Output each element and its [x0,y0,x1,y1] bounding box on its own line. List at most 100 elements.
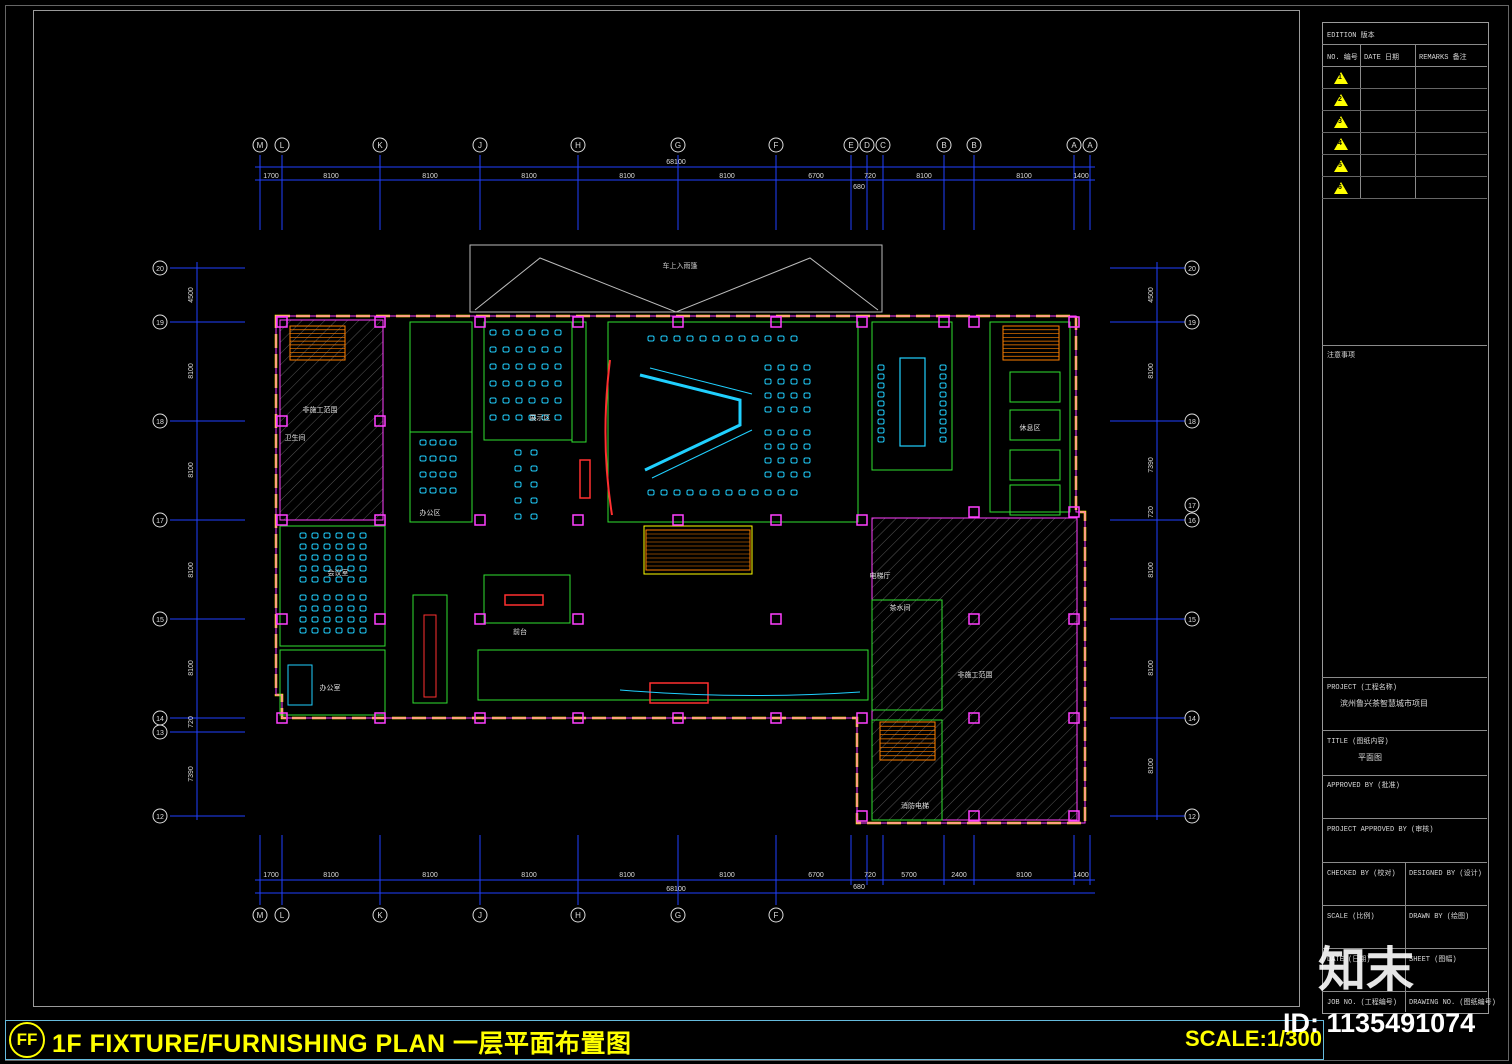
axis-bubble [966,137,982,153]
axis-bubble [472,907,488,923]
curved-screen [604,359,613,516]
axis-label: 14 [1188,716,1196,723]
interior-wall [412,594,448,704]
structural-column [968,613,980,625]
revision-number: 5 [1338,162,1342,169]
structural-column [374,514,386,526]
plan-scale: SCALE:1/300 [1185,1026,1322,1051]
structural-column [474,712,486,724]
training-chair [764,364,772,371]
dim-text: 5700 [901,872,917,879]
meeting-chair [877,436,885,443]
canopy-label: 车上入雨篷 [663,261,698,270]
meeting-chair [939,418,947,425]
canopy-outline [469,244,883,313]
workstation-chair [335,554,343,561]
interior-wall [409,321,473,433]
axis-label: D [864,141,870,150]
meeting-chair [877,427,885,434]
workstation-chair [347,565,355,572]
axis-label: F [774,141,779,150]
dim-text: 8100 [188,462,195,478]
training-chair [764,457,772,464]
v-shaped-table [639,373,742,472]
workstation-chair [335,627,343,634]
axis-label: K [377,141,383,150]
workstation-chair [359,543,367,550]
axis-bubble [1184,260,1200,276]
axis-label: C [880,141,886,150]
office-chair [515,414,523,421]
axis-label: B [941,141,946,150]
training-chair [660,489,668,496]
office-chair [489,329,497,336]
structural-column [968,316,980,328]
workstation-chair [299,594,307,601]
workstation-chair [335,543,343,550]
dim-small: 680 [853,184,865,191]
col-no: NO. 编号 [1327,54,1358,62]
dim-text: 8100 [619,872,635,879]
axis-bubble [570,137,586,153]
office-chair [515,380,523,387]
axis-label: 18 [1188,419,1196,426]
structural-column [856,316,868,328]
training-chair [803,457,811,464]
workstation-chair [323,554,331,561]
structural-column [474,613,486,625]
training-chair [777,457,785,464]
training-chair [790,392,798,399]
dim-text: 7390 [1148,457,1155,473]
title-label: TITLE (图纸内容) [1327,738,1389,746]
structural-column [968,712,980,724]
training-chair [803,429,811,436]
interior-wall [871,321,953,471]
meeting-chair [877,418,885,425]
interior-wall [607,321,859,523]
axis-bubble [1082,137,1098,153]
dim-small: 680 [853,884,865,891]
dim-text: 8100 [521,173,537,180]
workstation-chair [359,605,367,612]
axis-bubble [252,907,268,923]
workstation-chair [311,576,319,583]
designed-label: DESIGNED BY (设计) [1409,870,1482,878]
training-chair [647,335,655,342]
dim-text: 1700 [263,872,279,879]
meeting-chair [939,427,947,434]
axis-label: 13 [156,730,164,737]
dim-text: 8100 [323,872,339,879]
axis-label: L [280,911,285,920]
axis-bubble [1184,314,1200,330]
structural-column [672,712,684,724]
axis-bubble [152,314,168,330]
scale-label: SCALE (比例) [1327,913,1375,921]
image-id: ID: 1135491074 [1283,1008,1476,1038]
workstation-chair [311,627,319,634]
structural-column [572,712,584,724]
office-chair [439,455,447,462]
training-chair [738,489,746,496]
office-chair [439,471,447,478]
structural-column [374,613,386,625]
dim-text: 720 [1148,506,1155,518]
office-chair [502,397,510,404]
revision-row-line [1322,110,1487,111]
training-chair [725,489,733,496]
revision-number: 6 [1338,184,1342,191]
workstation-chair [335,576,343,583]
workstation-chair [347,532,355,539]
workstation-chair [347,594,355,601]
axis-bubble [1184,710,1200,726]
room-label: 卫生间 [285,433,306,442]
office-chair [528,380,536,387]
axis-label: 14 [156,716,164,723]
notes-label: 注意事项 [1327,352,1355,360]
structural-column [672,316,684,328]
room-label: 会议室 [328,568,349,577]
dim-text: 8100 [1016,872,1032,879]
workstation-chair [311,616,319,623]
interior-wall [477,649,869,701]
